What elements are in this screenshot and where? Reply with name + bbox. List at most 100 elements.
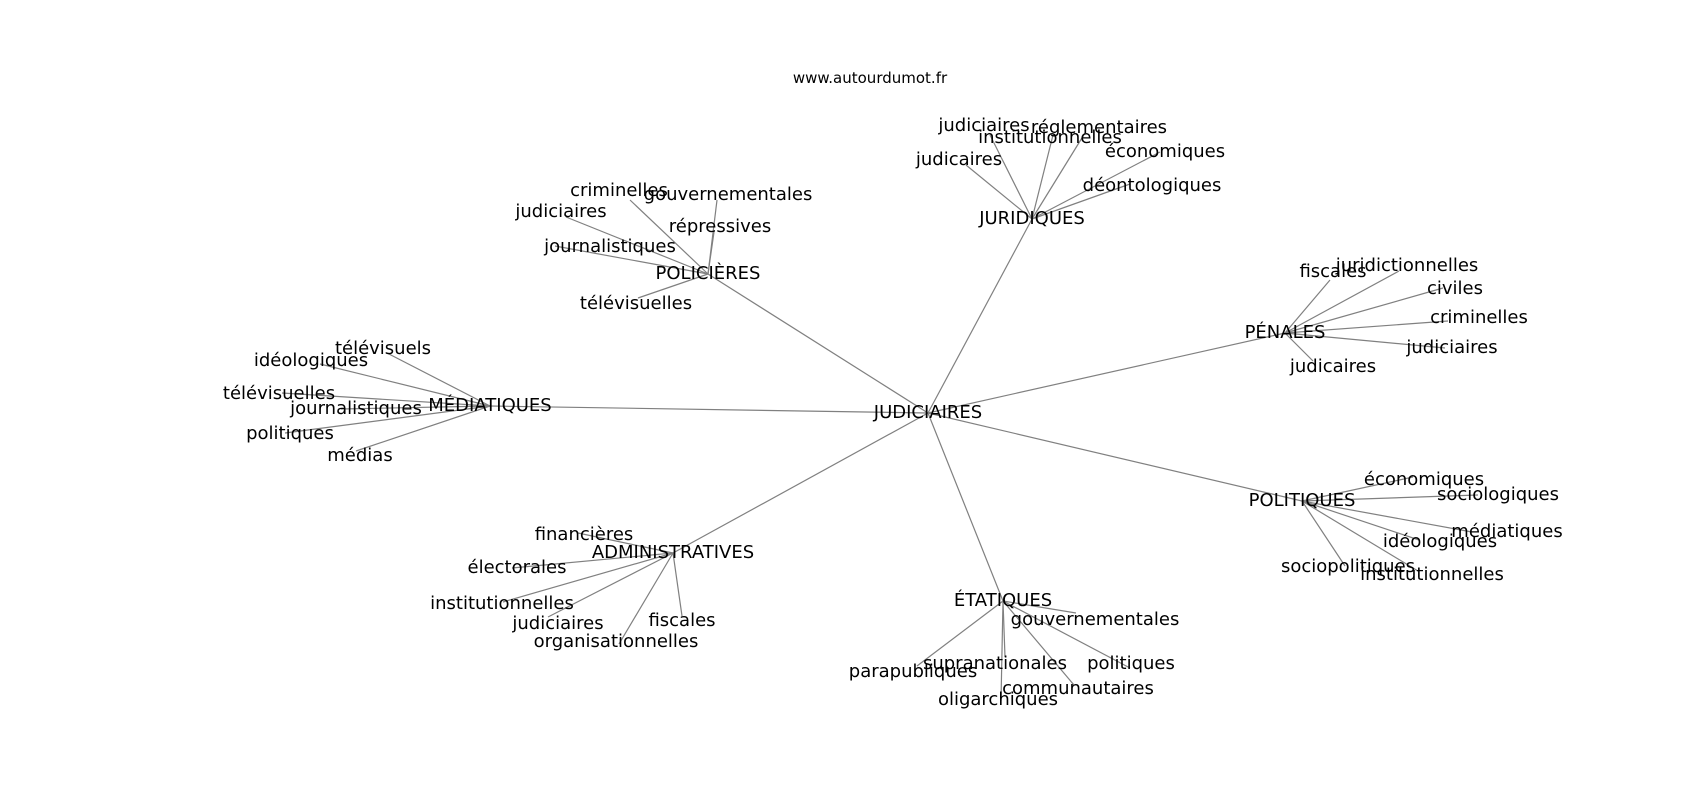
edge-group-to-leaf	[1000, 600, 1004, 702]
leaf-node-label: répressives	[669, 216, 771, 237]
leaf-node-label: judicaires	[1289, 356, 1376, 377]
leaf-node-label: idéologiques	[1383, 531, 1497, 552]
leaf-node-label: économiques	[1105, 141, 1225, 162]
edge-group-to-leaf	[1002, 600, 1131, 669]
group-node-label: ADMINISTRATIVES	[592, 542, 754, 563]
edge-group-to-leaf	[340, 405, 491, 410]
edge-group-to-leaf	[511, 552, 674, 569]
group-node-label: ÉTATIQUES	[954, 589, 1052, 611]
edge-group-to-leaf	[1031, 132, 1086, 220]
edge-group-to-leaf	[629, 199, 709, 275]
edge-group-to-leaf	[577, 532, 674, 554]
leaf-node-label: économiques	[1364, 469, 1484, 490]
edge-root-to-group	[707, 273, 929, 414]
leaf-node-label: judiciaires	[514, 201, 606, 222]
leaf-node-label: électorales	[468, 557, 567, 578]
leaf-node-label: réglementaires	[1031, 117, 1167, 138]
edge-group-to-leaf	[502, 552, 674, 603]
leaf-node-label: politiques	[246, 423, 334, 444]
leaf-node-label: médias	[327, 445, 392, 466]
edge-group-to-leaf	[989, 134, 1033, 220]
edges	[281, 132, 1479, 702]
edge-group-to-leaf	[1031, 151, 1161, 220]
leaf-node-label: financières	[535, 524, 634, 545]
edge-group-to-leaf	[1031, 134, 1054, 220]
leaf-node-label: journalistiques	[543, 236, 676, 257]
edge-group-to-leaf	[707, 231, 715, 275]
edge-group-to-leaf	[1301, 500, 1346, 567]
leaf-node-label: gouvernementales	[1011, 609, 1180, 630]
leaf-node-label: télévisuelles	[223, 383, 335, 404]
root-node-label: JUDICIAIRES	[873, 402, 982, 423]
leaf-node-label: journalistiques	[289, 398, 422, 419]
edge-group-to-leaf	[386, 352, 491, 407]
edge-group-to-leaf	[1301, 500, 1473, 533]
leaf-node-label: déontologiques	[1083, 175, 1222, 196]
leaf-node-label: télévisuelles	[580, 293, 692, 314]
leaf-node-label: institutionnelles	[978, 127, 1122, 148]
leaf-node-label: institutionnelles	[1360, 564, 1504, 585]
edge-root-to-group	[927, 218, 1033, 414]
edge-group-to-leaf	[319, 363, 491, 407]
edge-group-to-leaf	[1284, 332, 1314, 362]
leaf-node-label: supranationales	[923, 653, 1067, 674]
leaf-node-label: fiscales	[648, 610, 715, 631]
source-url: www.autourdumot.fr	[793, 69, 948, 87]
edge-group-to-leaf	[554, 245, 709, 275]
group-node-label: POLICIÈRES	[656, 262, 761, 284]
edge-group-to-leaf	[1031, 183, 1131, 220]
leaf-node-label: parapubliques	[849, 661, 977, 682]
edge-group-to-leaf	[672, 552, 683, 617]
edge-group-to-leaf	[1301, 500, 1420, 541]
leaf-node-label: juridictionnelles	[1335, 255, 1479, 276]
edge-group-to-leaf	[1284, 279, 1331, 334]
edge-group-to-leaf	[1301, 500, 1419, 572]
leaf-node-label: sociopolitiques	[1281, 556, 1415, 577]
edge-root-to-group	[927, 412, 1004, 602]
edge-group-to-leaf	[618, 552, 674, 645]
leaf-node-label: communautaires	[1002, 678, 1154, 699]
leaf-node-label: fiscales	[1299, 261, 1366, 282]
leaf-node-label: oligarchiques	[938, 689, 1058, 710]
edge-group-to-leaf	[637, 273, 709, 299]
edge-group-to-leaf	[1284, 287, 1444, 334]
leaf-node-label: judiciaires	[1405, 337, 1497, 358]
edge-root-to-group	[672, 412, 929, 554]
leaf-node-label: civiles	[1427, 278, 1483, 299]
leaf-node-label: judicaires	[915, 149, 1002, 170]
edge-group-to-leaf	[355, 405, 491, 452]
edge-group-to-leaf	[1301, 476, 1414, 502]
leaf-node-label: criminelles	[1430, 307, 1528, 328]
group-node-label: MÉDIATIQUES	[428, 394, 551, 416]
group-node-label: PÉNALES	[1245, 321, 1326, 343]
edge-root-to-group	[489, 405, 929, 414]
leaf-node-label: judiciaires	[511, 613, 603, 634]
labels: JUDICIAIRESPOLICIÈREScriminellesgouverne…	[223, 115, 1563, 710]
edge-group-to-leaf	[1284, 320, 1449, 334]
edge-group-to-leaf	[1002, 600, 1075, 686]
leaf-node-label: médiatiques	[1451, 521, 1562, 542]
edge-group-to-leaf	[284, 405, 491, 434]
edge-root-to-group	[927, 412, 1303, 502]
edge-root-to-group	[927, 332, 1286, 414]
edge-group-to-leaf	[1301, 494, 1479, 502]
group-node-label: JURIDIQUES	[978, 208, 1085, 229]
leaf-node-label: idéologiques	[254, 350, 368, 371]
leaf-node-label: institutionnelles	[430, 593, 574, 614]
leaf-node-label: gouvernementales	[644, 184, 813, 205]
edge-group-to-leaf	[1284, 332, 1446, 349]
edge-group-to-leaf	[1284, 270, 1400, 334]
edge-group-to-leaf	[1002, 600, 1077, 614]
leaf-node-label: sociologiques	[1437, 484, 1559, 505]
edge-group-to-leaf	[547, 552, 674, 618]
leaf-node-label: télévisuels	[335, 338, 431, 359]
leaf-node-label: criminelles	[570, 180, 668, 201]
leaf-node-label: politiques	[1087, 653, 1175, 674]
edge-group-to-leaf	[281, 392, 491, 407]
edge-group-to-leaf	[965, 164, 1033, 220]
leaf-node-label: organisationnelles	[534, 631, 699, 652]
group-node-label: POLITIQUES	[1249, 490, 1356, 511]
edge-group-to-leaf	[565, 216, 709, 275]
edge-group-to-leaf	[916, 600, 1004, 667]
